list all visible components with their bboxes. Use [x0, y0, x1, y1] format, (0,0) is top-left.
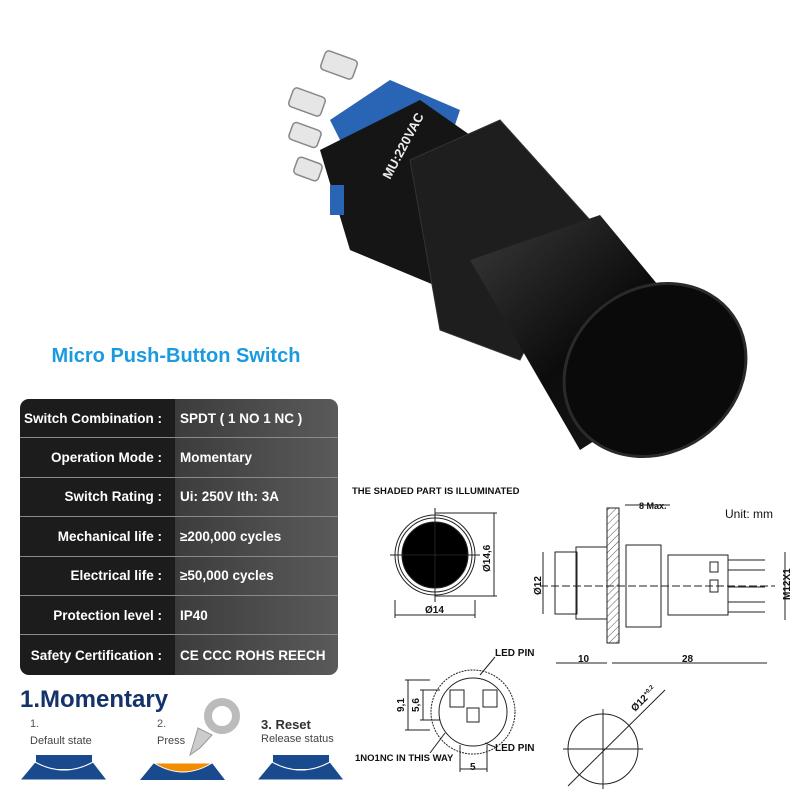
- cap-face: [562, 282, 748, 458]
- wiring-note: 1NO1NC IN THIS WAY: [355, 753, 454, 764]
- spec-value: ≥200,000 cycles: [180, 528, 282, 544]
- unit-label: Unit: mm: [725, 507, 773, 521]
- spec-row: Switch Combination : SPDT ( 1 NO 1 NC ): [20, 399, 338, 439]
- step-text: Release status: [261, 733, 334, 745]
- dim-10: 10: [578, 654, 590, 665]
- dim-5-6: 5,6: [411, 698, 422, 712]
- terminal-pins: [287, 50, 359, 182]
- technical-drawing: THE SHADED PART IS ILLUMINATED Unit: mm …: [352, 486, 793, 789]
- led-pin-label: LED PIN: [495, 648, 534, 659]
- product-title: Micro Push-Button Switch: [51, 345, 301, 367]
- spec-label: Operation Mode :: [51, 450, 162, 466]
- spec-label: Mechanical life :: [57, 528, 162, 544]
- dim-m12x1: M12X1: [782, 568, 793, 600]
- step-text: Default state: [30, 735, 92, 747]
- spec-table: Switch Combination : SPDT ( 1 NO 1 NC ) O…: [20, 399, 338, 675]
- momentary-heading: 1.Momentary: [20, 686, 169, 713]
- spec-row: Electrical life : ≥50,000 cycles: [20, 557, 338, 596]
- spec-value: Momentary: [180, 450, 253, 466]
- cutout-dim: Ø12+0.2: [629, 684, 659, 714]
- button-reset-icon: [255, 755, 346, 781]
- momentary-diagram: [18, 698, 346, 781]
- front-view: Ø14,6 Ø14: [390, 508, 497, 618]
- spec-label: Protection level :: [53, 607, 162, 623]
- side-view: 8 Max. Ø12 M12X1 10 28: [533, 501, 793, 665]
- spec-row: Operation Mode : Momentary: [20, 438, 338, 478]
- panel-cutout: Ø12+0.2: [563, 684, 666, 789]
- step-number: 3. Reset: [261, 717, 311, 732]
- spec-value: IP40: [180, 607, 208, 623]
- dim-dia-12: Ø12: [533, 576, 544, 595]
- dim-28: 28: [682, 654, 694, 665]
- dim-dia-14: Ø14: [425, 605, 444, 616]
- spec-row: Safety Certification : CE CCC ROHS REECH: [20, 635, 338, 674]
- spec-label: Electrical life :: [70, 568, 162, 584]
- spec-row: Protection level : IP40: [20, 596, 338, 636]
- side-clip: [330, 185, 344, 215]
- spec-value: ≥50,000 cycles: [180, 568, 274, 584]
- step-number: 1.: [30, 718, 40, 730]
- button-default-icon: [18, 755, 109, 781]
- dim-5: 5: [470, 762, 476, 773]
- rear-view: LED PIN LED PIN 9,1 5,6 5 1NO1NC IN THIS…: [355, 648, 534, 773]
- step-number: 2.: [157, 718, 167, 730]
- spec-value: Ui: 250V Ith: 3A: [180, 489, 280, 505]
- spec-label: Safety Certification :: [30, 647, 162, 663]
- spec-row: Mechanical life : ≥200,000 cycles: [20, 517, 338, 557]
- spec-row: Switch Rating : Ui: 250V Ith: 3A: [20, 478, 338, 518]
- spec-value: SPDT ( 1 NO 1 NC ): [180, 410, 303, 426]
- spec-label: Switch Combination :: [24, 410, 162, 426]
- dim-9-1: 9,1: [396, 698, 407, 712]
- illuminated-note: THE SHADED PART IS ILLUMINATED: [352, 486, 520, 497]
- finger-icon: [204, 698, 240, 734]
- spec-value: CE CCC ROHS REECH: [180, 647, 326, 663]
- dim-8-max: 8 Max.: [639, 501, 667, 511]
- step-text: Press: [157, 735, 186, 747]
- product-photo: MU:220VAC: [287, 50, 748, 458]
- led-pin-label: LED PIN: [495, 743, 534, 754]
- spec-label: Switch Rating :: [64, 489, 163, 505]
- button-pressed-icon: [140, 698, 240, 780]
- dim-dia-14-6: Ø14,6: [482, 544, 493, 572]
